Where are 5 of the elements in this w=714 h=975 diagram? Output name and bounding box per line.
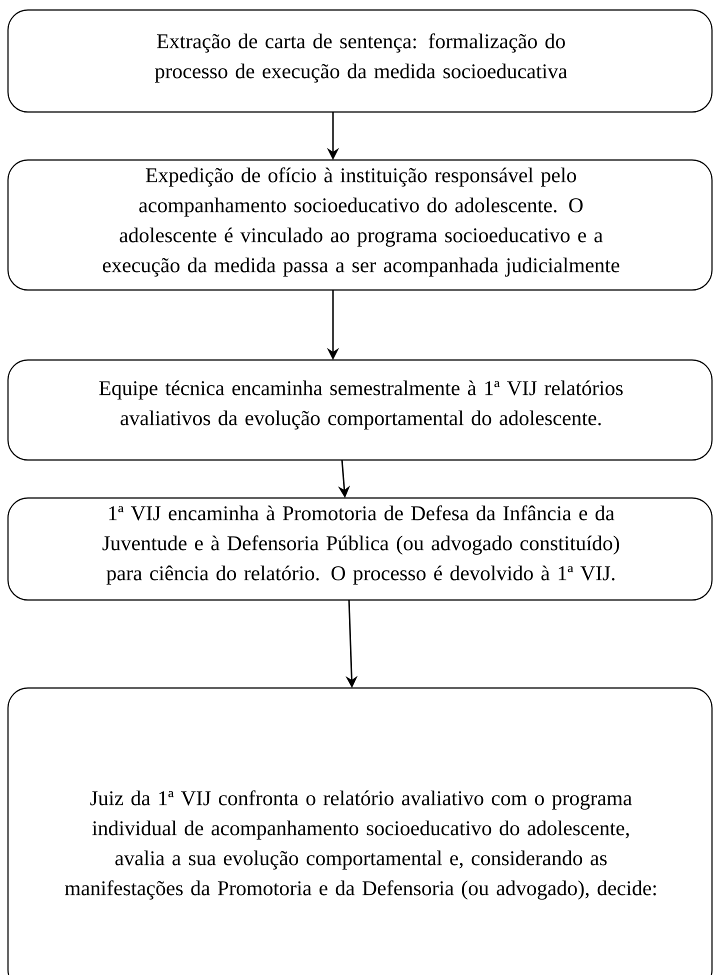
process-box: Extração de carta de sentença: formalização do processo de execução da medida socioeducativa bbox=[7, 9, 713, 113]
process-box: Juiz da 1ª VIJ confronta o relatório avaliativo com o programa individual de acompanhamento socioeducativo do adolescente, avalia a sua evolução comportamental e, considerando as manifestações da Promotoria e da Defensoria (ou advogado), decide: bbox=[7, 687, 713, 975]
process-box: 1ª VIJ encaminha à Promotoria de Defesa da Infância e da Juventude e à Defensoria Pública (ou advogado constituído) para ciência do relatório. O processo é devolvido à 1ª VIJ. bbox=[7, 497, 713, 601]
process-box: Equipe técnica encaminha semestralmente à 1ª VIJ relatórios avaliativos da evolução comportamental do adolescente. bbox=[7, 359, 713, 461]
process-box: Expedição de ofício à instituição responsável pelo acompanhamento socioeducativo do adolescente. O adolescente é vinculado ao programa socioeducativo e a execução da medida passa a ser acompanhada judicialmente bbox=[7, 159, 713, 291]
